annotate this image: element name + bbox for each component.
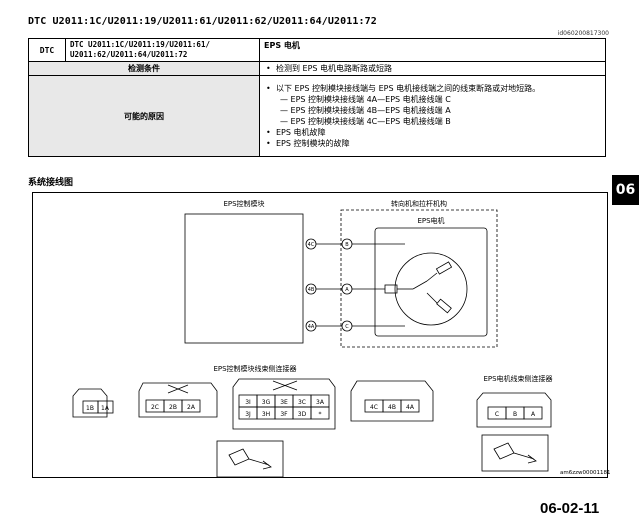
wiring-diagram-svg: EPS控制模块 转向机和拉杆机构 EPS电机 4C 4B 4A B A C EP… [72,199,553,477]
connector-2-pin-2a [181,399,201,413]
pin-label: 2B [169,404,177,411]
page-number: 06-02-11 [540,500,600,517]
dtc-codes-line2: U2011:62/U2011:64/U2011:72 [70,50,188,59]
detect-label: 检测条件 [28,61,260,76]
page-title: DTC U2011:1C/U2011:19/U2011:61/U2011:62/… [28,16,377,27]
connector-3-pins [238,394,330,420]
cause-cell: 以下 EPS 控制模块接线端与 EPS 电机接线端之间的线束断路或对地短路。 —… [259,75,606,157]
pin-label: 3F [280,411,288,418]
dtc-table: DTC DTC U2011:1C/U2011:19/U2011:61/ U201… [28,38,606,157]
eps-module-box [184,213,304,344]
pin-label: 3H [262,411,270,418]
motor-label: EPS电机 [417,216,444,225]
pin-label: 3A [316,399,325,406]
pin-label: 3G [262,399,271,406]
connector-2-body [138,382,218,418]
cause-label: 可能的原因 [28,75,260,157]
probe-inset-left [216,440,284,477]
chapter-tab: 06 [612,175,639,205]
connector-3-body [232,378,336,430]
connector-1-pin-1a [97,400,114,414]
dtc-codes-line1: DTC U2011:1C/U2011:19/U2011:61/ [70,40,210,49]
pin-label: 4C [370,404,378,411]
cause-subitem: — EPS 控制模块接线端 4A—EPS 电机接线端 C [280,95,451,104]
cause-item: EPS 电机故障 [266,127,601,138]
table-row: DTC DTC U2011:1C/U2011:19/U2011:61/ U201… [28,38,606,62]
module-terminal-label: 4C [308,242,315,248]
pin-label: 3I [245,399,251,406]
cause-item: EPS 控制模块的故障 [266,138,601,149]
pin-label: 3D [298,411,307,418]
connector-4-pin-4a [400,399,420,413]
motor-terminal-b [341,238,353,250]
pin-label: 2A [187,404,196,411]
figure-id: am6zzw00001181 [560,470,611,476]
pin-label: 3C [298,399,306,406]
motor-terminal-label: A [345,287,349,293]
eps-motor-box [374,227,488,337]
module-terminal-label: 4A [308,324,315,330]
motor-circle [394,252,468,326]
pin-label: * [319,411,322,418]
component-name: EPS 电机 [259,38,606,62]
module-terminal-label: 4B [308,287,315,293]
module-label: EPS控制模块 [223,199,264,208]
module-terminal-4b [305,283,317,295]
document-id: id060200817300 [557,30,609,37]
pin-label: 4A [406,404,415,411]
pin-label: 1A [101,405,110,412]
pin-label: 1B [86,405,94,412]
pin-label: C [495,411,499,418]
table-row: 检测条件 检测到 EPS 电机电路断路或短路 [28,61,606,76]
pin-label: A [531,411,536,418]
pin-label: 4B [388,404,396,411]
pin-label: 3E [280,399,288,406]
motor-connector-body [476,392,552,428]
module-connector-label: EPS控制模块线束侧连接器 [213,364,296,373]
dtc-codes: DTC U2011:1C/U2011:19/U2011:61/ U2011:62… [65,38,260,62]
probe-inset-right [481,434,549,472]
motor-terminal-c [341,320,353,332]
probe-icon [228,448,272,470]
motor-terminal-a [341,283,353,295]
cause-subitem: — EPS 控制模块接线端 4C—EPS 电机接线端 B [280,117,451,126]
pin-label: B [513,411,517,418]
wiring-diagram: EPS控制模块 转向机和拉杆机构 EPS电机 4C 4B 4A B A C EP… [32,192,608,478]
module-terminal-4c [305,238,317,250]
connector-3-latch [272,380,298,391]
pin-label: 2C [151,404,159,411]
cause-item: 以下 EPS 控制模块接线端与 EPS 电机接线端之间的线束断路或对地短路。 [266,83,601,94]
section-title: 系统接线图 [28,178,74,188]
pin-label: 3J [245,411,251,418]
connector-1-body [72,388,108,418]
motor-connector-pin-a [523,406,543,420]
detect-cell: 检测到 EPS 电机电路断路或短路 [259,61,606,76]
table-row: 可能的原因 以下 EPS 控制模块接线端与 EPS 电机接线端之间的线束断路或对… [28,75,606,157]
probe-icon [493,442,537,464]
connector-2-latch [167,384,189,394]
motor-connector-label: EPS电机线束侧连接器 [483,374,552,383]
motor-terminal-label: C [345,324,349,330]
motor-coil-upper [435,261,453,275]
gear-label: 转向机和拉杆机构 [391,199,447,208]
detect-text: 检测到 EPS 电机电路断路或短路 [266,63,601,74]
module-terminal-4a [305,320,317,332]
connector-4-body [350,380,434,422]
cause-subitem: — EPS 控制模块接线端 4B—EPS 电机接线端 A [280,106,451,115]
motor-terminal-label: B [345,242,349,248]
dtc-label: DTC [28,38,66,62]
motor-coil-lower [436,298,452,314]
steering-gear-box [340,209,498,348]
